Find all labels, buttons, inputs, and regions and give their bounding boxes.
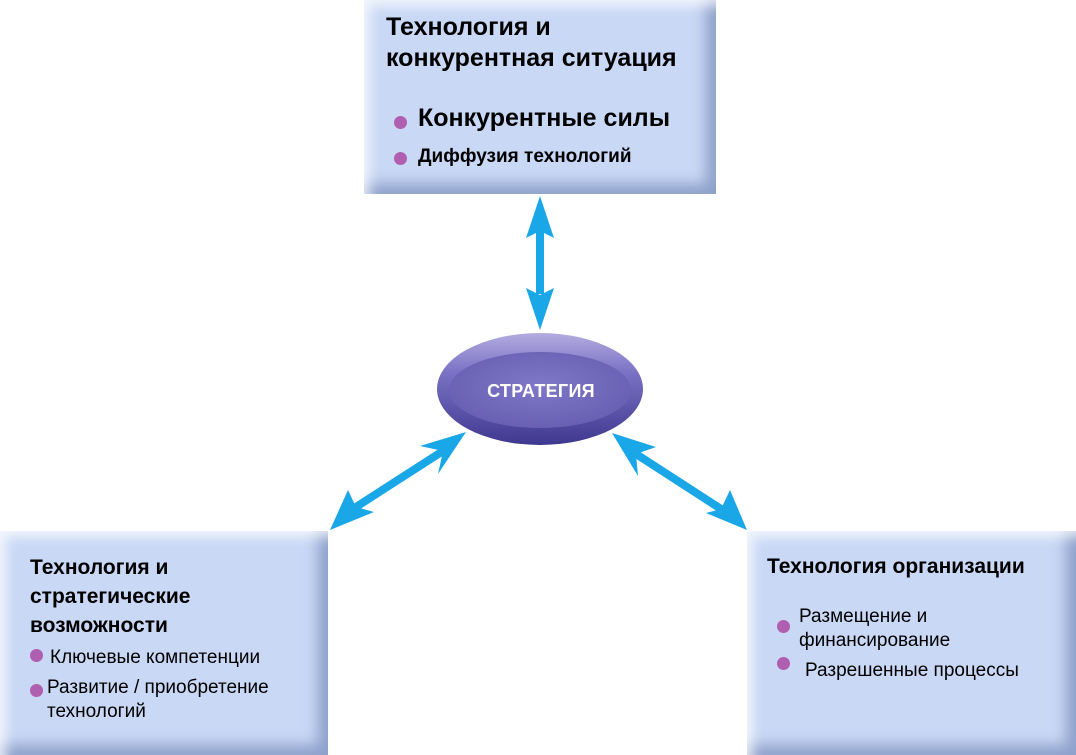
capabilities-title: Технология и стратегические возможности — [30, 556, 191, 637]
capabilities-box: Технология и стратегические возможности … — [0, 531, 328, 755]
bullet-icon — [777, 620, 790, 633]
bullet-icon — [777, 657, 790, 670]
arrow-left-strategy — [330, 432, 466, 530]
strategy-label: СТРАТЕГИЯ — [487, 381, 595, 401]
bullet-icon — [394, 116, 407, 129]
list-item: Конкурентные силы — [418, 104, 671, 132]
list-item: Диффузия технологий — [418, 146, 632, 167]
list-item: Развитие / приобретение технологий — [47, 677, 269, 722]
list-item: Разрешенные процессы — [805, 660, 1019, 681]
bullet-icon — [30, 649, 43, 662]
strategy-ellipse — [437, 333, 643, 445]
competition-title: Технология и конкурентная ситуация — [386, 13, 677, 72]
arrow-right-strategy — [612, 433, 747, 530]
organization-box: Технология организации Размещение и фина… — [747, 531, 1076, 755]
competition-box: Технология и конкурентная ситуация Конку… — [364, 0, 716, 194]
arrow-top-strategy — [526, 196, 554, 330]
organization-title: Технология организации — [767, 555, 1025, 578]
bullet-icon — [30, 684, 43, 697]
list-item: Ключевые компетенции — [50, 647, 261, 668]
bullet-icon — [394, 152, 407, 165]
list-item: Размещение и финансирование — [799, 606, 951, 651]
